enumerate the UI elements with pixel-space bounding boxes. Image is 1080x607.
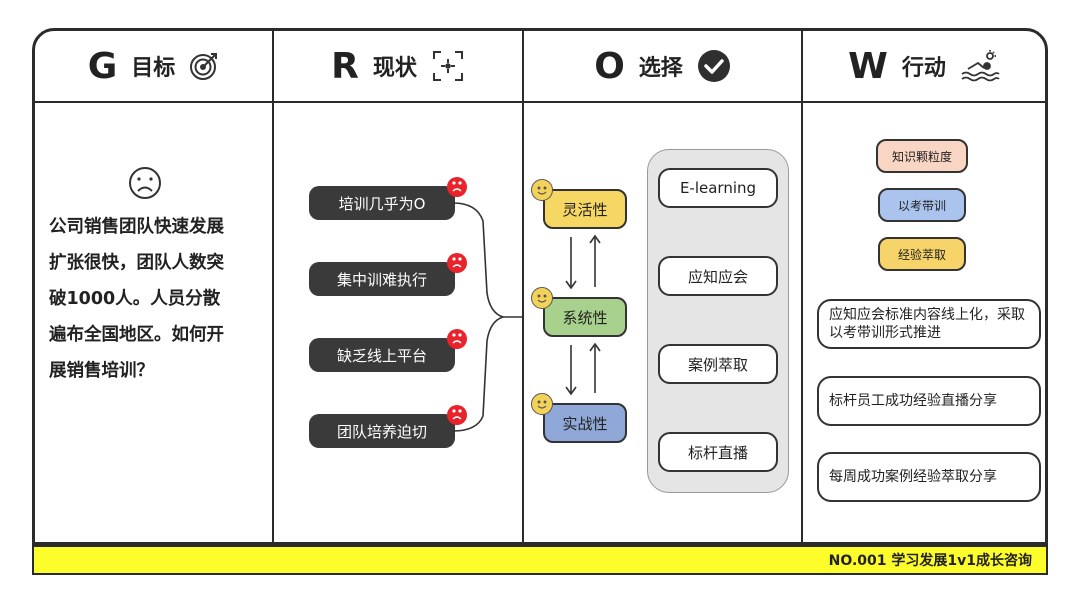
header-title: 行动 — [901, 56, 946, 81]
footer-text: NO.001 学习发展1v1成长咨询 — [828, 553, 1032, 569]
criteria-node: 实战性 — [543, 403, 627, 443]
sad-face-icon — [129, 167, 161, 199]
arrow-marks — [565, 234, 601, 396]
option-pill: 标杆直播 — [658, 432, 778, 472]
sad-badge-icon — [447, 329, 467, 349]
action-box: 应知应会标准内容线上化，采取以考带训形式推进 — [817, 299, 1041, 349]
reality-item: 培训几乎为O — [309, 186, 455, 220]
action-tag: 以考带训 — [878, 188, 966, 222]
bracket-line — [452, 202, 506, 432]
reality-item: 缺乏线上平台 — [309, 338, 455, 372]
smile-face-icon — [531, 287, 553, 309]
header-divider — [35, 101, 1045, 103]
reality-item: 集中训难执行 — [309, 262, 455, 296]
goal-line: 展销售培训？ — [49, 361, 154, 381]
action-tag: 经验萃取 — [878, 237, 966, 271]
header-letter: O — [594, 45, 625, 87]
goal-line: 扩张很快，团队人数突 — [49, 253, 224, 273]
action-tag: 知识颗粒度 — [876, 139, 968, 173]
smile-face-icon — [531, 393, 553, 415]
reality-item: 团队培养迫切 — [309, 414, 455, 448]
options-panel: E-learning 应知应会 案例萃取 标杆直播 — [647, 149, 789, 493]
action-box: 每周成功案例经验萃取分享 — [817, 452, 1041, 502]
sad-badge-icon — [447, 253, 467, 273]
column-divider — [522, 31, 524, 542]
header-title: 选择 — [638, 56, 683, 81]
column-divider — [272, 31, 274, 542]
focus-icon — [431, 49, 465, 83]
criteria-node: 系统性 — [543, 297, 627, 337]
header-title: 现状 — [372, 56, 417, 81]
header-goal: G 目标 — [35, 31, 272, 101]
option-pill: E-learning — [658, 168, 778, 208]
sad-badge-icon — [447, 405, 467, 425]
header-reality: R 现状 — [274, 31, 522, 101]
goal-line: 破1000人。人员分散 — [49, 289, 221, 309]
smile-face-icon — [531, 179, 553, 201]
goal-line: 公司销售团队快速发展 — [49, 217, 224, 237]
sad-face-marks — [452, 181, 462, 420]
goal-line: 遍布全国地区。如何开 — [49, 325, 224, 345]
header-title: 目标 — [131, 56, 176, 81]
target-icon — [189, 51, 219, 81]
column-divider — [801, 31, 803, 542]
action-box: 标杆员工成功经验直播分享 — [817, 376, 1041, 426]
header-will: W 行动 — [803, 31, 1045, 101]
header-letter: G — [87, 45, 118, 87]
swimmer-icon — [960, 49, 1000, 83]
option-pill: 应知应会 — [658, 256, 778, 296]
criteria-node: 灵活性 — [543, 189, 627, 229]
header-options: O 选择 — [524, 31, 801, 101]
connector-lines — [452, 181, 601, 432]
header-letter: W — [848, 45, 888, 87]
check-icon — [697, 49, 731, 83]
smile-face-marks — [537, 186, 547, 409]
sad-badge-icon — [447, 177, 467, 197]
option-pill: 案例萃取 — [658, 344, 778, 384]
grow-board: G 目标 R 现状 O 选择 — [32, 28, 1048, 545]
goal-question: 公司销售团队快速发展 扩张很快，团队人数突 破1000人。人员分散 遍布全国地区… — [49, 209, 259, 389]
footer-bar: NO.001 学习发展1v1成长咨询 — [32, 545, 1048, 575]
header-letter: R — [331, 45, 359, 87]
